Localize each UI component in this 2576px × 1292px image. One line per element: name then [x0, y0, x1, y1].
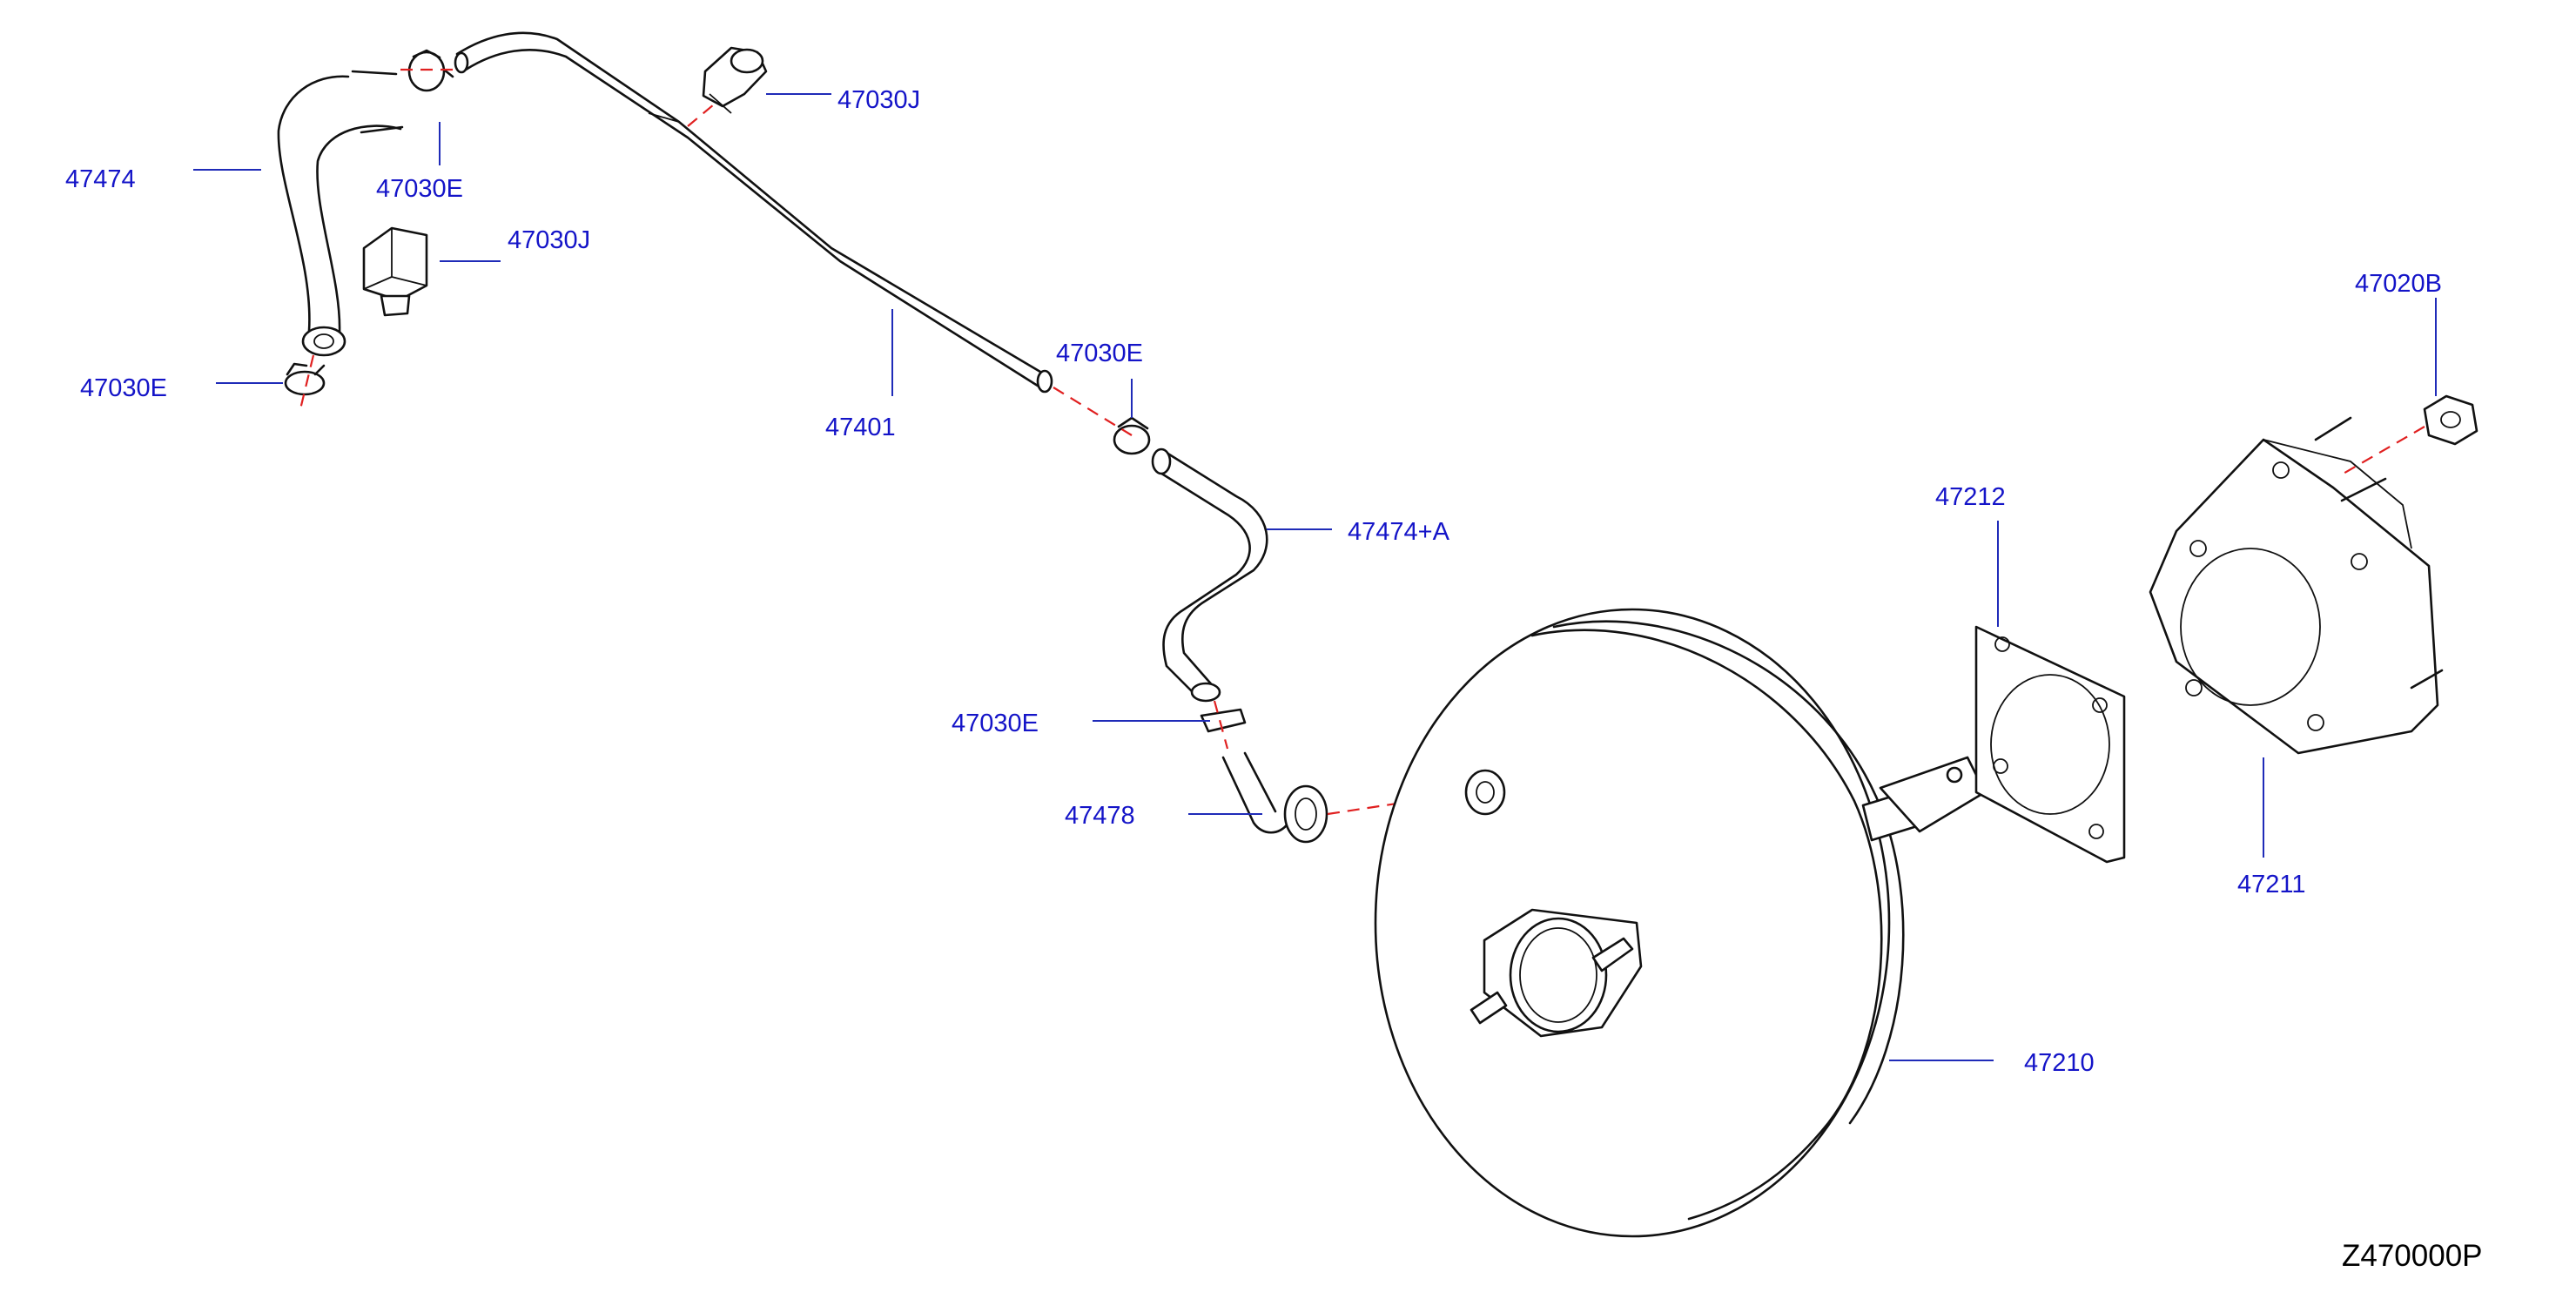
spacer-plate-47211[interactable]	[2149, 416, 2444, 755]
gasket-47212[interactable]	[1974, 625, 2126, 864]
callout-47030E-upper-a[interactable]: 47030E	[80, 374, 167, 402]
callout-47210[interactable]: 47210	[2024, 1049, 2095, 1077]
nut-47020B[interactable]	[2341, 394, 2478, 475]
clamp-mid-47030E[interactable]	[1053, 387, 1151, 455]
callout-47030J-clip[interactable]: 47030J	[508, 226, 590, 254]
hose-upper-47474[interactable]	[277, 70, 404, 357]
callout-47030E-upper-b[interactable]: 47030E	[376, 175, 463, 203]
callout-47030E-mid[interactable]: 47030E	[1056, 340, 1143, 367]
diagram-reference-code: Z470000P	[2342, 1239, 2483, 1273]
callout-47030E-lower[interactable]: 47030E	[952, 710, 1039, 737]
clamp-upper-b-47030E[interactable]	[400, 49, 454, 92]
callout-47211[interactable]: 47211	[2237, 871, 2306, 898]
connector-upper-47030J[interactable]	[687, 46, 768, 127]
hose-lower-47474+A[interactable]	[1151, 447, 1268, 703]
clip-bracket-47030J[interactable]	[362, 226, 428, 317]
booster-47210[interactable]	[1374, 608, 1987, 1238]
callout-47030J-connector[interactable]: 47030J	[837, 86, 920, 114]
callout-47474[interactable]: 47474	[65, 165, 136, 193]
tube-47401[interactable]	[454, 31, 1053, 394]
callout-47478[interactable]: 47478	[1065, 802, 1135, 830]
leader-lines	[193, 93, 2437, 1061]
callout-47474-A[interactable]: 47474+A	[1348, 518, 1450, 546]
callout-47020B[interactable]: 47020B	[2355, 270, 2442, 298]
check-valve-47478[interactable]	[1221, 751, 1472, 844]
clamp-lower-47030E[interactable]	[1200, 700, 1247, 750]
callout-47401[interactable]: 47401	[825, 414, 896, 441]
clamp-upper-a-47030E[interactable]	[284, 354, 326, 410]
callout-47212[interactable]: 47212	[1935, 483, 2006, 511]
